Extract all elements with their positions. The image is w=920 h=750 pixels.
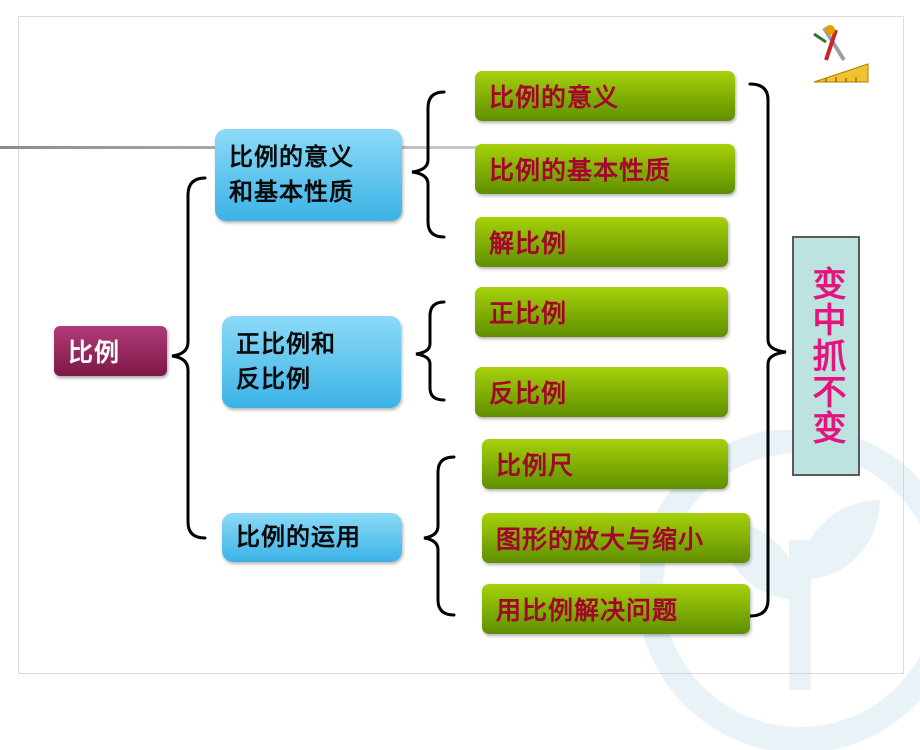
leaf-label: 反比例 [489, 379, 568, 408]
branch2-bracket [415, 300, 446, 402]
branch-node-application: 比例的运用 [222, 513, 402, 562]
leaf-node: 比例尺 [482, 439, 728, 489]
leaf-label: 比例尺 [496, 451, 575, 480]
summary-bracket [748, 82, 787, 618]
leaf-label: 比例的基本性质 [489, 156, 672, 185]
leaf-node: 比例的基本性质 [475, 144, 735, 194]
leaf-node: 图形的放大与缩小 [482, 513, 750, 563]
root-bracket [171, 176, 207, 540]
branch-node-meaning: 比例的意义 和基本性质 [215, 129, 402, 221]
leaf-label: 图形的放大与缩小 [496, 525, 705, 554]
leaf-node: 正比例 [475, 287, 728, 337]
slide-frame [18, 16, 904, 674]
branch-label: 正比例和 反比例 [236, 330, 336, 393]
leaf-label: 比例的意义 [489, 83, 620, 112]
branch-label: 比例的运用 [236, 523, 361, 551]
root-label: 比例 [68, 338, 121, 367]
branch-node-proportion-types: 正比例和 反比例 [222, 316, 401, 408]
leaf-node: 反比例 [475, 367, 728, 417]
summary-label: 变中抓不变 [806, 266, 846, 446]
leaf-node: 用比例解决问题 [482, 584, 750, 634]
leaf-label: 解比例 [489, 229, 568, 258]
leaf-label: 正比例 [489, 299, 568, 328]
summary-box: 变中抓不变 [792, 236, 860, 476]
branch1-bracket [411, 90, 446, 239]
leaf-node: 解比例 [475, 217, 728, 267]
branch-label: 比例的意义 和基本性质 [229, 143, 354, 206]
branch3-bracket [423, 455, 456, 617]
connector-brackets [171, 82, 787, 618]
leaf-label: 用比例解决问题 [496, 596, 679, 625]
root-node: 比例 [54, 326, 167, 376]
leaf-node: 比例的意义 [475, 71, 735, 121]
compass-ruler-icon [813, 25, 869, 83]
